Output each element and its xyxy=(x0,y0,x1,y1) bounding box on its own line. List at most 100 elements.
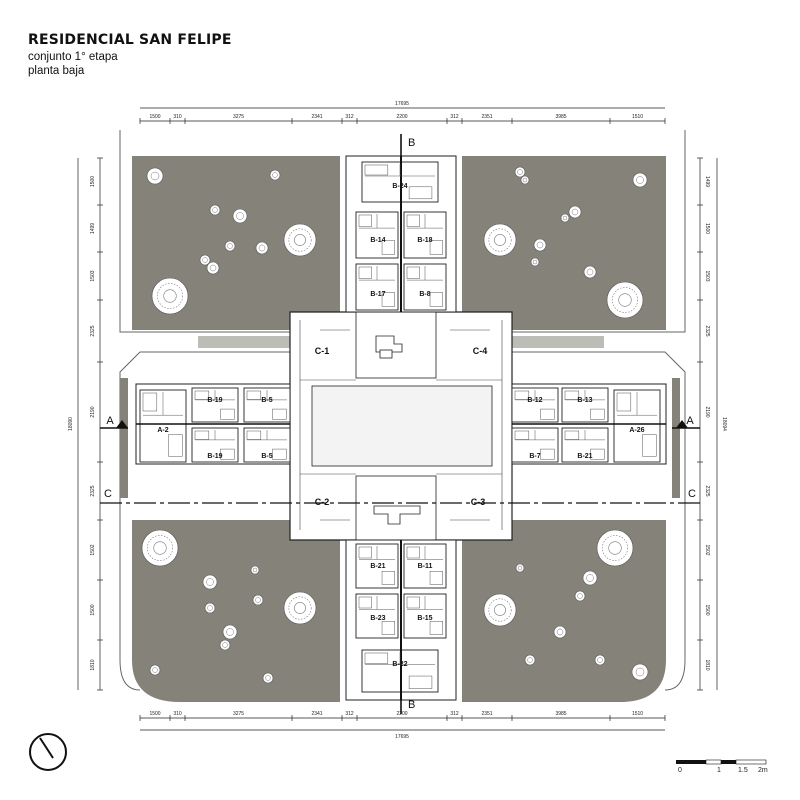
bottom-block xyxy=(345,539,457,701)
tree-icon xyxy=(149,664,161,676)
tree-icon xyxy=(252,594,264,606)
section-label-a: A xyxy=(106,415,114,427)
north-arrow-icon xyxy=(29,733,67,771)
tree-icon xyxy=(520,175,530,185)
walkway-bars xyxy=(120,336,680,498)
dimension-label: 312 xyxy=(345,114,354,120)
scale-label: 1.5 xyxy=(738,767,748,774)
section-mark-a: A A xyxy=(100,415,700,429)
left-dimensions xyxy=(77,157,103,691)
tree-icon xyxy=(222,624,238,640)
dimension-label: 1499 xyxy=(90,223,96,234)
unit-label: B-18 xyxy=(417,237,432,244)
unit-label: B-15 xyxy=(417,615,432,622)
tree-icon xyxy=(553,625,567,639)
tree-icon xyxy=(141,529,179,567)
dimension-label: 1500 xyxy=(704,223,710,234)
unit-label: B-19 xyxy=(207,453,222,460)
unit-label: B-12 xyxy=(527,397,542,404)
top-dimensions xyxy=(139,107,666,124)
dimension-label: 1499 xyxy=(704,176,710,187)
unit-interior-details xyxy=(142,164,657,689)
right-total-dimension: 18094 xyxy=(721,417,727,431)
tree-icon xyxy=(262,672,274,684)
tree-icon xyxy=(582,570,598,586)
unit-label: C-2 xyxy=(315,497,330,507)
dimension-label: 2341 xyxy=(311,114,322,120)
tree-icon xyxy=(250,565,260,575)
section-mark-b: B B xyxy=(400,134,415,714)
garden-bottom-left xyxy=(132,520,340,702)
dimension-label: 3985 xyxy=(555,711,566,717)
tree-icon xyxy=(232,208,248,224)
unit-label: B-5 xyxy=(261,397,272,404)
unit-label: B-7 xyxy=(529,453,540,460)
central-interior-lines xyxy=(299,320,503,530)
unit-label: B-23 xyxy=(370,615,385,622)
tree-icon xyxy=(206,261,220,275)
unit-label: B-8 xyxy=(419,291,430,298)
courtyard-features xyxy=(373,335,421,525)
dimension-label: 1502 xyxy=(90,544,96,555)
unit-label: A-2 xyxy=(157,427,168,434)
section-label-b: B xyxy=(408,137,415,149)
dimension-label: 2341 xyxy=(311,711,322,717)
tree-icon xyxy=(524,654,536,666)
dimension-label: 1502 xyxy=(704,544,710,555)
dimension-label: 1510 xyxy=(632,711,643,717)
dimension-label: 2190 xyxy=(90,406,96,417)
tree-icon xyxy=(594,654,606,666)
tree-icon xyxy=(606,281,644,319)
top-total-dimension: 17695 xyxy=(395,101,409,107)
plan-subtitle: conjunto 1° etapa xyxy=(28,51,118,63)
unit-label: B-13 xyxy=(577,397,592,404)
unit-label: B-14 xyxy=(370,237,385,244)
tree-icon xyxy=(224,240,236,252)
dimension-label: 2325 xyxy=(90,485,96,496)
dimension-label: 2351 xyxy=(481,711,492,717)
dimension-label: 310 xyxy=(173,114,182,120)
site-outline xyxy=(119,130,686,691)
dimension-label: 2190 xyxy=(704,406,710,417)
tree-icon xyxy=(204,602,216,614)
scale-label: 1 xyxy=(717,767,721,774)
left-total-dimension: 18090 xyxy=(68,417,74,431)
tree-icon xyxy=(255,241,269,255)
tree-icon xyxy=(560,213,570,223)
trees xyxy=(141,166,649,684)
unit-label: B-17 xyxy=(370,291,385,298)
tree-icon xyxy=(199,254,211,266)
tree-icon xyxy=(514,166,526,178)
tree-icon xyxy=(568,205,582,219)
tree-icon xyxy=(269,169,281,181)
section-label-c: C xyxy=(104,488,112,500)
dimension-label: 2200 xyxy=(396,711,407,717)
dimension-label: 1810 xyxy=(704,659,710,670)
unit-label: A-26 xyxy=(629,427,644,434)
plan-title: RESIDENCIAL SAN FELIPE xyxy=(28,32,232,48)
section-label-c: C xyxy=(688,488,696,500)
dimension-label: 2325 xyxy=(90,325,96,336)
dimension-label: 2325 xyxy=(704,325,710,336)
dimension-label: 1810 xyxy=(90,659,96,670)
unit-label: B-21 xyxy=(370,563,385,570)
unit-label: B-22 xyxy=(392,661,407,668)
tree-icon xyxy=(596,529,634,567)
dimension-label: 312 xyxy=(450,114,459,120)
dimension-label: 3275 xyxy=(233,711,244,717)
dimension-label: 1510 xyxy=(632,114,643,120)
dimension-label: 1500 xyxy=(90,604,96,615)
tree-icon xyxy=(283,223,317,257)
tree-icon xyxy=(283,591,317,625)
bottom-total-dimension: 17695 xyxy=(395,734,409,740)
tree-icon xyxy=(219,639,231,651)
tree-icon xyxy=(574,590,586,602)
tree-icon xyxy=(583,265,597,279)
unit-label: B-11 xyxy=(418,563,433,570)
tree-icon xyxy=(515,563,525,573)
tree-icon xyxy=(631,663,649,681)
scale-bar: 0 1 1.5 2m xyxy=(676,759,768,774)
